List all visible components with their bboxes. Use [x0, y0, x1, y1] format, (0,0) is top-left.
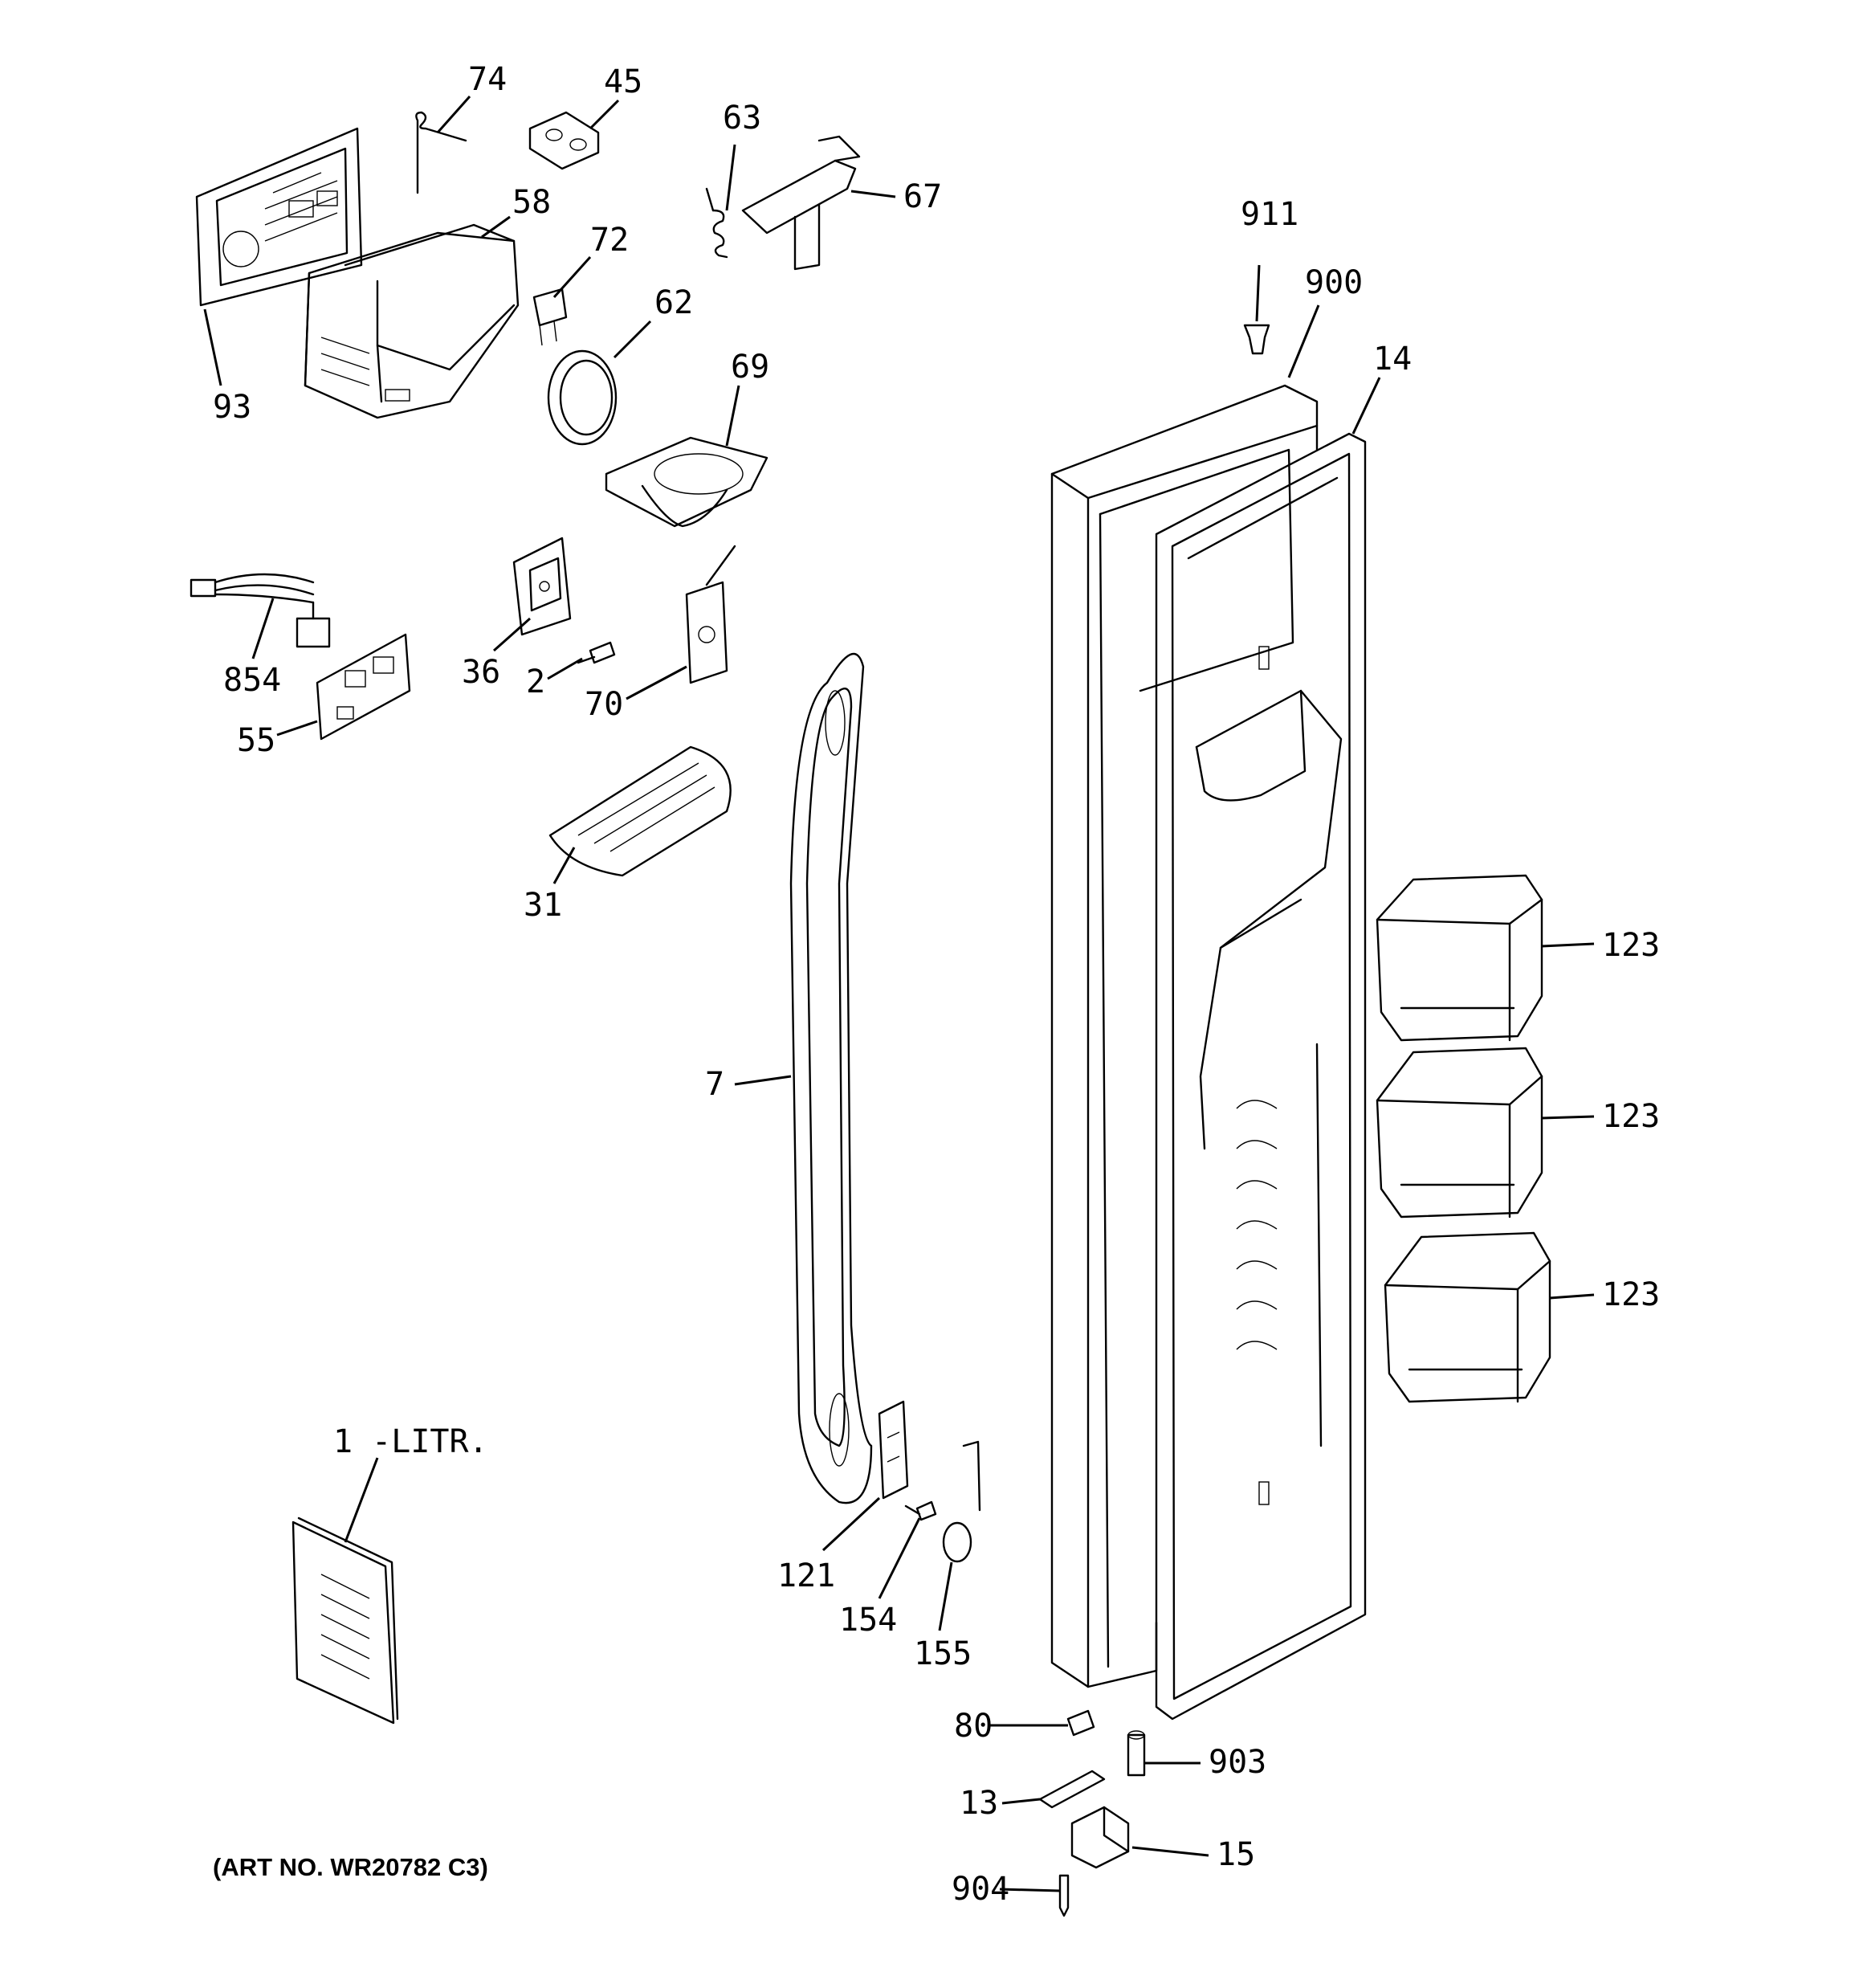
leader-123a [1541, 942, 1595, 948]
label-70: 70 [585, 686, 623, 723]
label-74: 74 [468, 61, 507, 98]
leader-7 [734, 1075, 792, 1086]
label-154: 154 [839, 1602, 897, 1639]
part-69-funnel [605, 436, 768, 528]
label-69: 69 [731, 349, 769, 386]
label-911: 911 [1241, 196, 1298, 233]
leader-67 [850, 190, 896, 198]
label-7: 7 [705, 1066, 724, 1103]
label-63: 63 [723, 100, 761, 137]
leader-854 [251, 598, 275, 659]
label-900: 900 [1305, 264, 1363, 301]
part-31-drip-tray [548, 745, 732, 877]
part-36-bracket [512, 537, 572, 636]
leader-93 [203, 308, 222, 386]
leader-45 [589, 99, 620, 130]
part-15-hinge [1070, 1806, 1130, 1869]
label-36: 36 [462, 654, 500, 691]
leader-62 [613, 320, 652, 359]
part-154-screw [904, 1500, 937, 1521]
part-123-bin-3 [1384, 1231, 1551, 1403]
leader-123b [1541, 1115, 1595, 1120]
part-45-bracket [528, 111, 600, 170]
label-93: 93 [213, 389, 251, 426]
leader-74 [436, 96, 471, 133]
leader-72 [552, 255, 592, 299]
leader-lines [203, 96, 1595, 1892]
leader-123c [1549, 1293, 1595, 1300]
label-62: 62 [654, 284, 693, 321]
part-123-bin-1 [1376, 874, 1543, 1042]
label-904: 904 [952, 1871, 1009, 1908]
label-2: 2 [526, 663, 545, 700]
part-58-dispenser-housing [304, 223, 520, 419]
part-55-board [316, 633, 411, 741]
label-854: 854 [223, 662, 281, 699]
label-903: 903 [1209, 1744, 1266, 1781]
leader-13 [1001, 1798, 1041, 1805]
label-45: 45 [604, 63, 642, 100]
part-155-tool [942, 1440, 981, 1563]
label-123b: 123 [1602, 1098, 1660, 1135]
leader-154 [878, 1517, 921, 1599]
label-55: 55 [237, 722, 275, 759]
label-14: 14 [1373, 341, 1412, 378]
label-72: 72 [590, 222, 629, 259]
art-number: (ART NO. WR20782 C3) [213, 1853, 488, 1881]
part-door-dispenser-recess [1195, 646, 1343, 1505]
label-123a: 123 [1602, 927, 1660, 964]
part-904-screw [1058, 1874, 1070, 1917]
part-93-control-panel [195, 127, 363, 307]
part-70-paddle [685, 545, 736, 684]
part-67-lever [741, 135, 861, 271]
label-15: 15 [1217, 1836, 1255, 1873]
leader-155 [938, 1561, 953, 1631]
part-911-cap [1243, 324, 1270, 355]
part-903-pin [1127, 1730, 1146, 1777]
part-121-hinge-plate [878, 1400, 909, 1500]
part-74-spring [415, 111, 467, 194]
part-63-spring [705, 187, 728, 259]
leader-911 [1255, 264, 1261, 322]
part-62-ring [547, 349, 618, 446]
part-123-bin-2 [1376, 1047, 1543, 1219]
part-72-switch [532, 288, 568, 346]
part-14-gasket [1155, 432, 1367, 1721]
label-58: 58 [512, 184, 551, 221]
leader-1 [344, 1457, 379, 1543]
part-80-plug [1066, 1709, 1095, 1737]
leader-121 [821, 1496, 881, 1552]
leader-900 [1287, 304, 1320, 378]
label-67: 67 [903, 178, 942, 215]
leader-55 [276, 720, 318, 737]
callout-labels: 74 45 63 67 58 72 62 93 69 911 900 14 85… [213, 61, 1660, 1908]
leader-14 [1351, 377, 1381, 435]
label-1: 1 -LITR. [333, 1423, 488, 1460]
part-7-handle [789, 652, 873, 1504]
leader-2 [547, 657, 583, 680]
label-123c: 123 [1602, 1276, 1660, 1313]
part-2-screw [577, 641, 616, 664]
leader-70 [626, 665, 687, 700]
leader-904 [999, 1888, 1061, 1892]
part-900-door [1050, 384, 1319, 1688]
label-80: 80 [954, 1708, 993, 1745]
part-854-wire-harness [190, 573, 331, 648]
label-155: 155 [914, 1635, 972, 1672]
leader-58 [481, 215, 511, 239]
part-1-literature [291, 1517, 399, 1725]
label-121: 121 [777, 1557, 835, 1594]
leader-69 [725, 385, 740, 447]
part-13-shim [1038, 1770, 1106, 1809]
label-13: 13 [960, 1785, 998, 1822]
leader-15 [1131, 1846, 1209, 1857]
label-31: 31 [524, 887, 562, 924]
leader-31 [552, 847, 576, 884]
leader-36 [493, 617, 531, 652]
leader-63 [725, 144, 736, 211]
